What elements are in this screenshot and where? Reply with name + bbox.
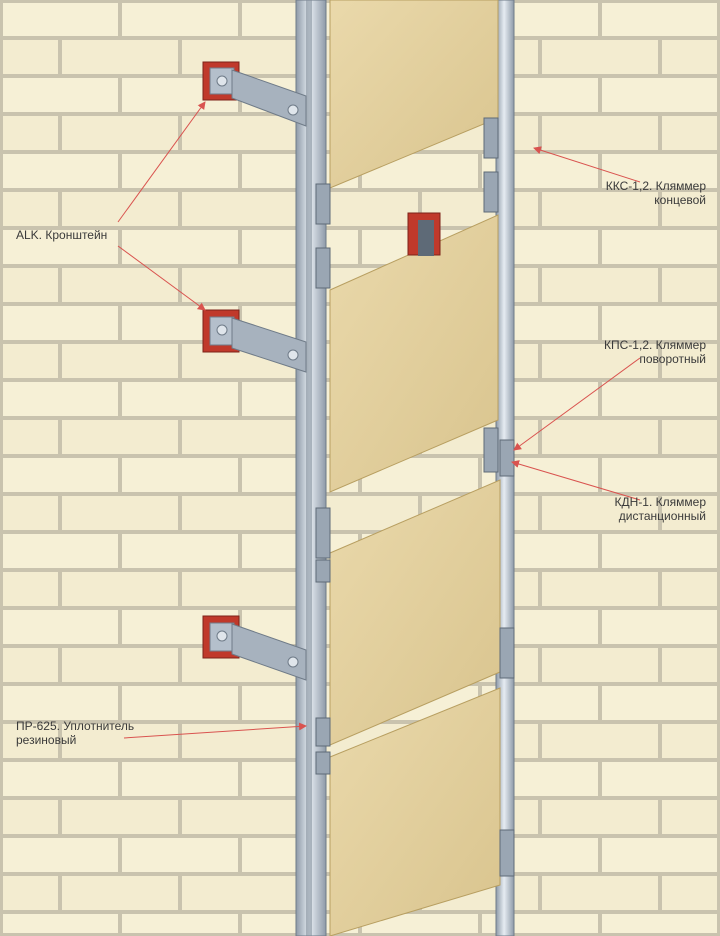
- arrow-icon: [117, 101, 641, 739]
- arrow-kks: [533, 146, 641, 183]
- wall-bracket-1: [202, 61, 307, 127]
- facade-panel-4: [329, 687, 501, 936]
- callout-pr-line2: резиновый: [16, 733, 77, 747]
- callout-pr: ПР-625. Уплотнитель резиновый: [16, 719, 134, 747]
- arrow-kps: [513, 357, 641, 451]
- wall-bracket-3: [202, 615, 307, 681]
- callout-kks-line1: ККС-1,2. Кляммер: [605, 179, 706, 193]
- arrow-pr: [123, 722, 307, 739]
- callout-kks: ККС-1,2. Кляммер концевой: [606, 179, 706, 207]
- callout-kps-line1: КПС-1,2. Кляммер: [604, 338, 706, 352]
- arrow-alk-1: [117, 101, 206, 223]
- wall-bracket-2: [202, 309, 307, 373]
- callout-kps-line2: поворотный: [639, 352, 706, 366]
- bracket-icon: [407, 212, 441, 256]
- facade-panel-2: [329, 214, 499, 493]
- callout-kdn: КДН-1. Кляммер дистанционный: [615, 495, 706, 523]
- callout-kks-line2: концевой: [654, 193, 706, 207]
- guide-rails: [295, 0, 515, 936]
- facade-panels: [329, 0, 501, 936]
- callout-pr-line1: ПР-625. Уплотнитель: [16, 719, 135, 733]
- callout-kps: КПС-1,2. Кляммер поворотный: [604, 338, 706, 366]
- clamp-icon: [315, 117, 515, 877]
- callout-alk: ALK. Кронштейн: [16, 228, 107, 242]
- callout-kdn-line2: дистанционный: [618, 509, 706, 523]
- arrow-kdn: [511, 460, 641, 501]
- callout-alk-line1: ALK. Кронштейн: [16, 228, 108, 242]
- arrow-alk-2: [117, 245, 206, 311]
- callout-kdn-line1: КДН-1. Кляммер: [614, 495, 706, 509]
